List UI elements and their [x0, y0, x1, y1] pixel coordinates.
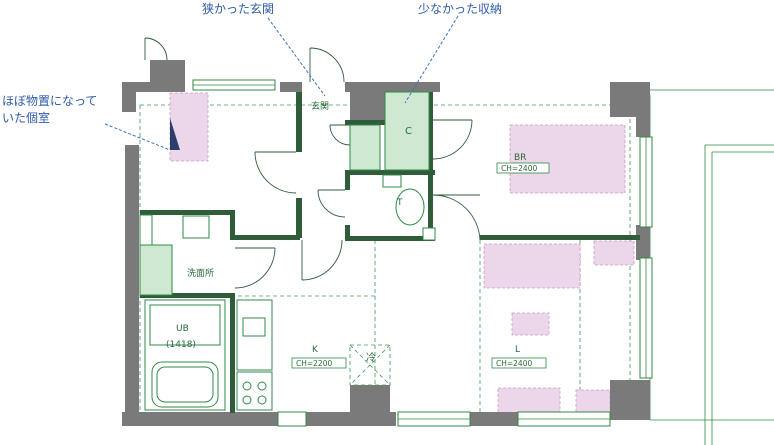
- room-label-living-ch: CH=2400: [496, 359, 532, 368]
- fixtures: [139, 91, 436, 411]
- kitchen-ch-box: [291, 357, 347, 369]
- outer-walls: [122, 60, 650, 426]
- fridge-label: 冷: [366, 351, 376, 364]
- windows: [192, 79, 653, 427]
- room-label-toilet: T: [396, 198, 403, 208]
- interior-walls: [140, 92, 640, 413]
- annotation-private-room-line1: ほぼ物置になって: [2, 94, 97, 108]
- annotation-small-storage: 少なかった収納: [418, 2, 502, 16]
- bedroom-ch-box: [496, 162, 550, 174]
- room-label-bath-size: (1418): [166, 340, 196, 350]
- room-label-closet: C: [405, 126, 412, 137]
- annotation-private-room-line2: いた個室: [2, 110, 50, 125]
- room-label-kitchen: K: [312, 345, 319, 355]
- doors: [144, 37, 481, 289]
- living-ch-box: [491, 357, 547, 369]
- room-label-living: L: [515, 345, 520, 355]
- room-label-washroom: 洗面所: [187, 267, 214, 279]
- annotation-narrow-entrance: 狭かった玄関: [202, 1, 274, 16]
- room-label-bedroom-ch: CH=2400: [501, 164, 537, 173]
- annotation-leaders: [104, 15, 459, 151]
- room-label-bedroom: BR: [514, 153, 526, 163]
- furniture-zones: [169, 92, 635, 414]
- room-label-bath: UB: [176, 324, 189, 334]
- room-label-entrance: 玄関: [311, 100, 329, 112]
- room-label-kitchen-ch: CH=2200: [296, 359, 332, 368]
- balcony-outline: [649, 89, 774, 445]
